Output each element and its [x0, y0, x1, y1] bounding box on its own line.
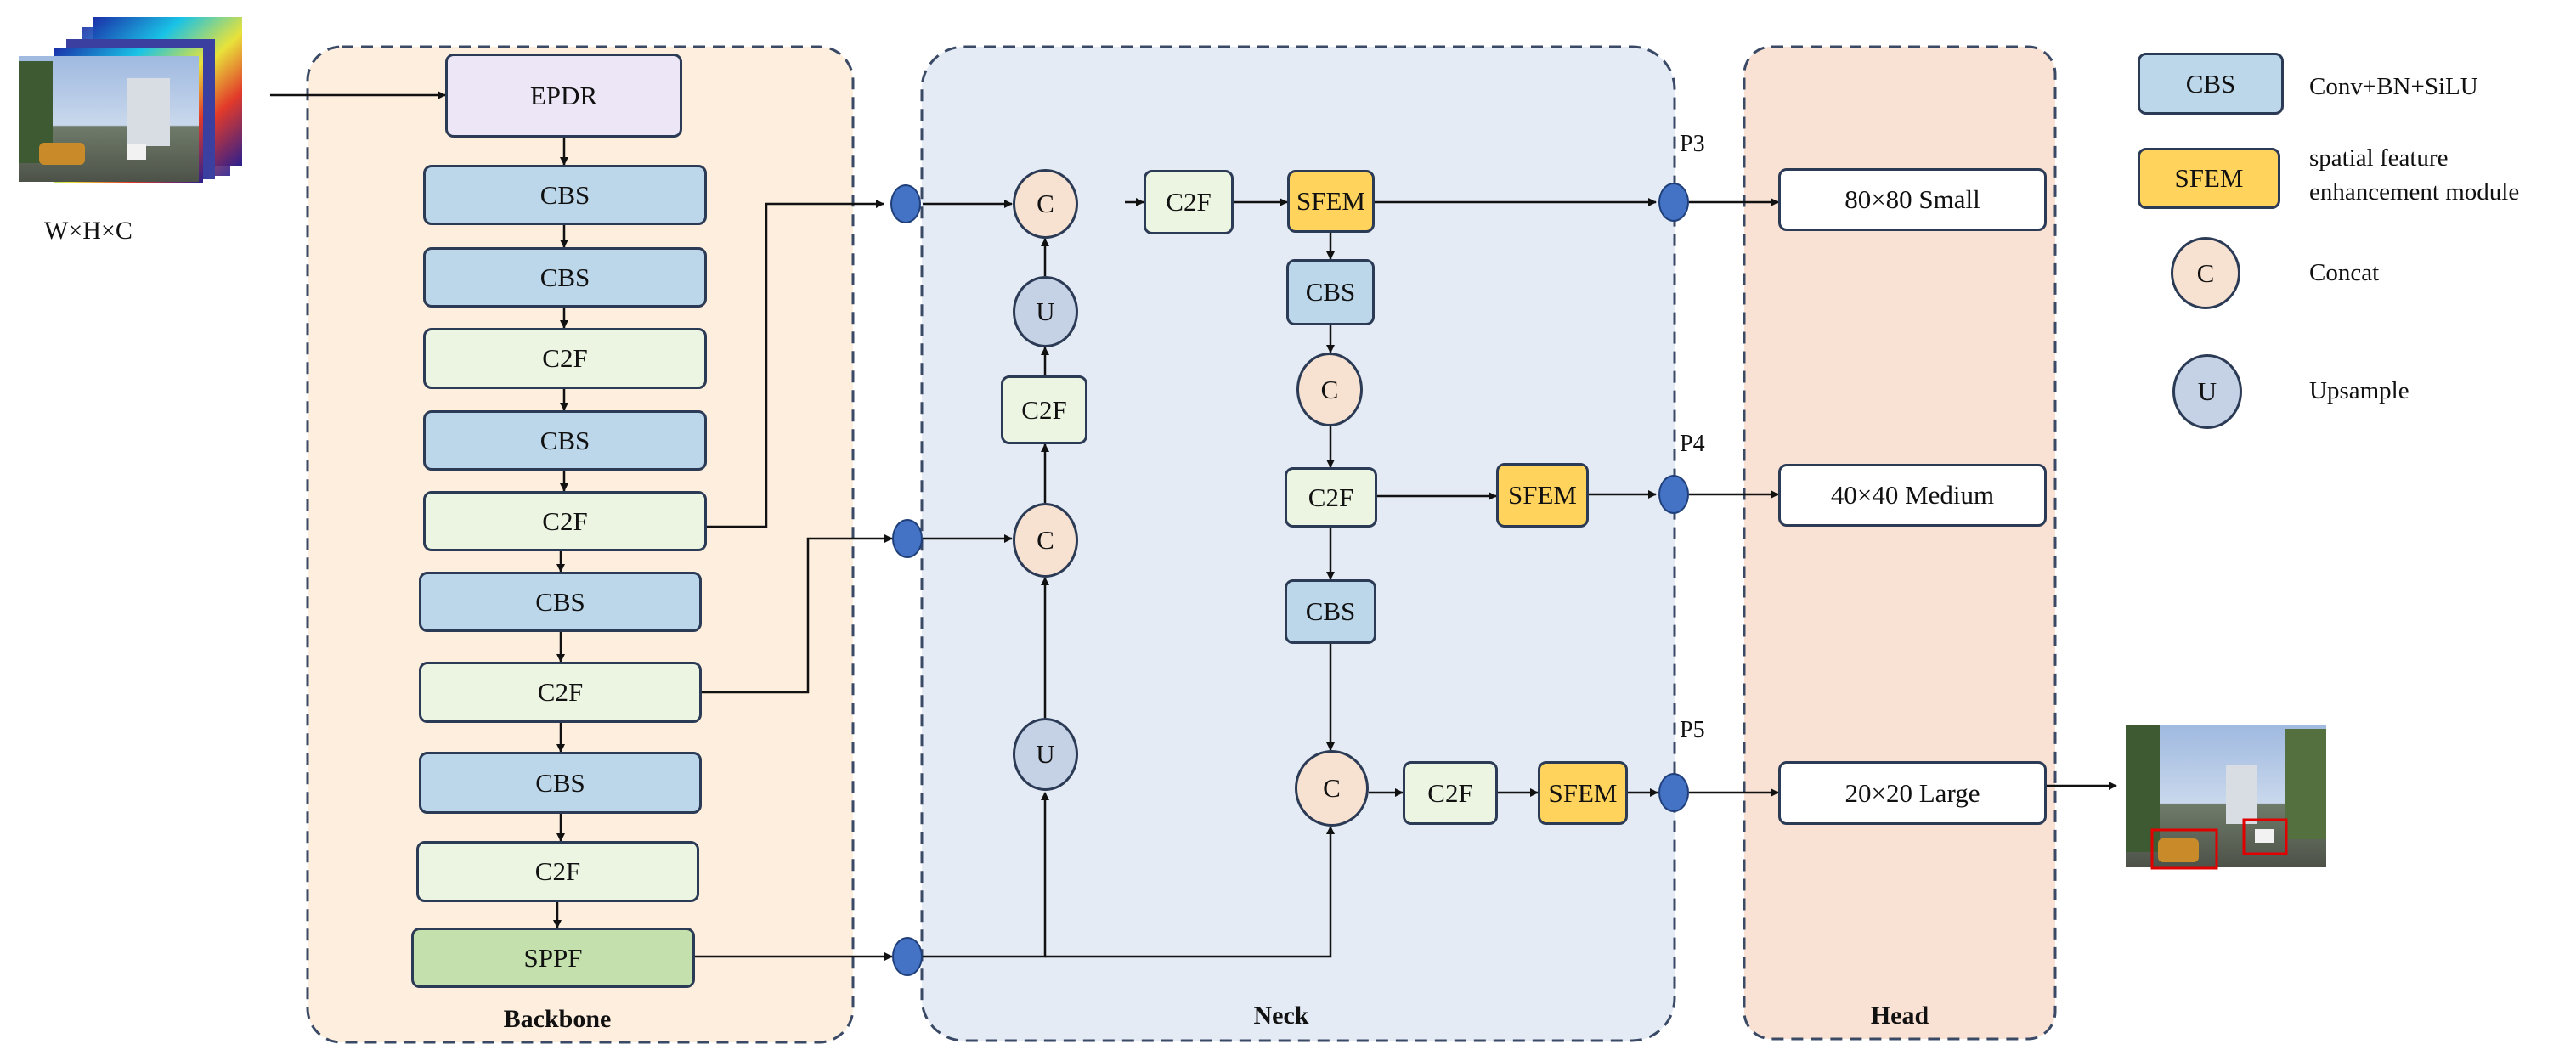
backbone-c2f-2: C2F	[423, 491, 707, 551]
tap-node-p4	[892, 519, 923, 558]
legend-sfem-desc-2: enhancement module	[2309, 178, 2520, 206]
legend-sfem-desc-1: spatial feature	[2309, 144, 2449, 172]
backbone-arrows	[553, 138, 568, 928]
head-label: Head	[1870, 1002, 1929, 1030]
neck-cbs-1: CBS	[1286, 259, 1375, 325]
backbone-cbs-4: CBS	[419, 572, 702, 632]
backbone-cbs-3: CBS	[423, 410, 707, 471]
backbone-cbs-1: CBS	[423, 165, 707, 225]
legend-cbs-swatch: CBS	[2138, 53, 2284, 115]
input-dims-label: W×H×C	[44, 217, 133, 245]
backbone-c2f-3: C2F	[419, 662, 702, 723]
backbone-cbs-5: CBS	[419, 752, 702, 814]
head-arrows	[1689, 198, 2117, 797]
head-output-small: 80×80 Small	[1778, 168, 2047, 231]
legend-sfem-swatch: SFEM	[2138, 148, 2280, 209]
neck-concat-right-1: C	[1296, 353, 1363, 426]
neck-concat-right-2: C	[1295, 750, 1369, 827]
backbone-label: Backbone	[503, 1005, 612, 1033]
detection-box-vehicle	[2242, 818, 2288, 855]
neck-c2f-right-1: C2F	[1285, 467, 1377, 528]
out-node-p4	[1658, 475, 1689, 514]
neck-c2f-bottom: C2F	[1403, 761, 1498, 825]
tap-node-p5	[892, 937, 923, 976]
detection-box-car	[2150, 828, 2218, 870]
p4-label: P4	[1680, 431, 1705, 457]
neck-sfem-top: SFEM	[1287, 170, 1375, 233]
neck-upsample-bottom: U	[1013, 718, 1078, 791]
neck-sfem-mid: SFEM	[1496, 463, 1589, 528]
neck-concat-mid: C	[1013, 503, 1078, 578]
legend-upsample-desc: Upsample	[2309, 377, 2409, 404]
neck-cbs-2: CBS	[1285, 579, 1376, 644]
output-image	[2126, 725, 2326, 870]
head-output-medium: 40×40 Medium	[1778, 464, 2047, 527]
neck-label: Neck	[1253, 1002, 1309, 1030]
head-output-large: 20×20 Large	[1778, 761, 2047, 825]
neck-sfem-bottom: SFEM	[1538, 761, 1628, 825]
input-image	[19, 17, 242, 183]
legend-cbs-desc: Conv+BN+SiLU	[2309, 73, 2478, 100]
legend-concat-swatch: C	[2171, 237, 2240, 309]
out-node-p3	[1658, 183, 1689, 222]
tap-node-p3	[890, 184, 921, 223]
p5-label: P5	[1680, 717, 1705, 743]
backbone-c2f-4: C2F	[416, 841, 699, 902]
p3-label: P3	[1680, 131, 1705, 157]
sppf-block: SPPF	[411, 928, 695, 988]
neck-c2f-top: C2F	[1144, 170, 1234, 234]
neck-concat-top: C	[1013, 169, 1078, 239]
backbone-taps	[695, 200, 893, 961]
backbone-c2f-1: C2F	[423, 328, 707, 389]
neck-c2f-left: C2F	[1001, 375, 1087, 444]
backbone-cbs-2: CBS	[423, 247, 707, 308]
out-node-p5	[1658, 773, 1689, 812]
neck-upsample-top: U	[1013, 276, 1078, 347]
legend-upsample-swatch: U	[2172, 354, 2242, 429]
neck-arrows	[923, 198, 1658, 958]
epdr-block: EPDR	[445, 54, 682, 138]
legend-concat-desc: Concat	[2309, 259, 2380, 286]
